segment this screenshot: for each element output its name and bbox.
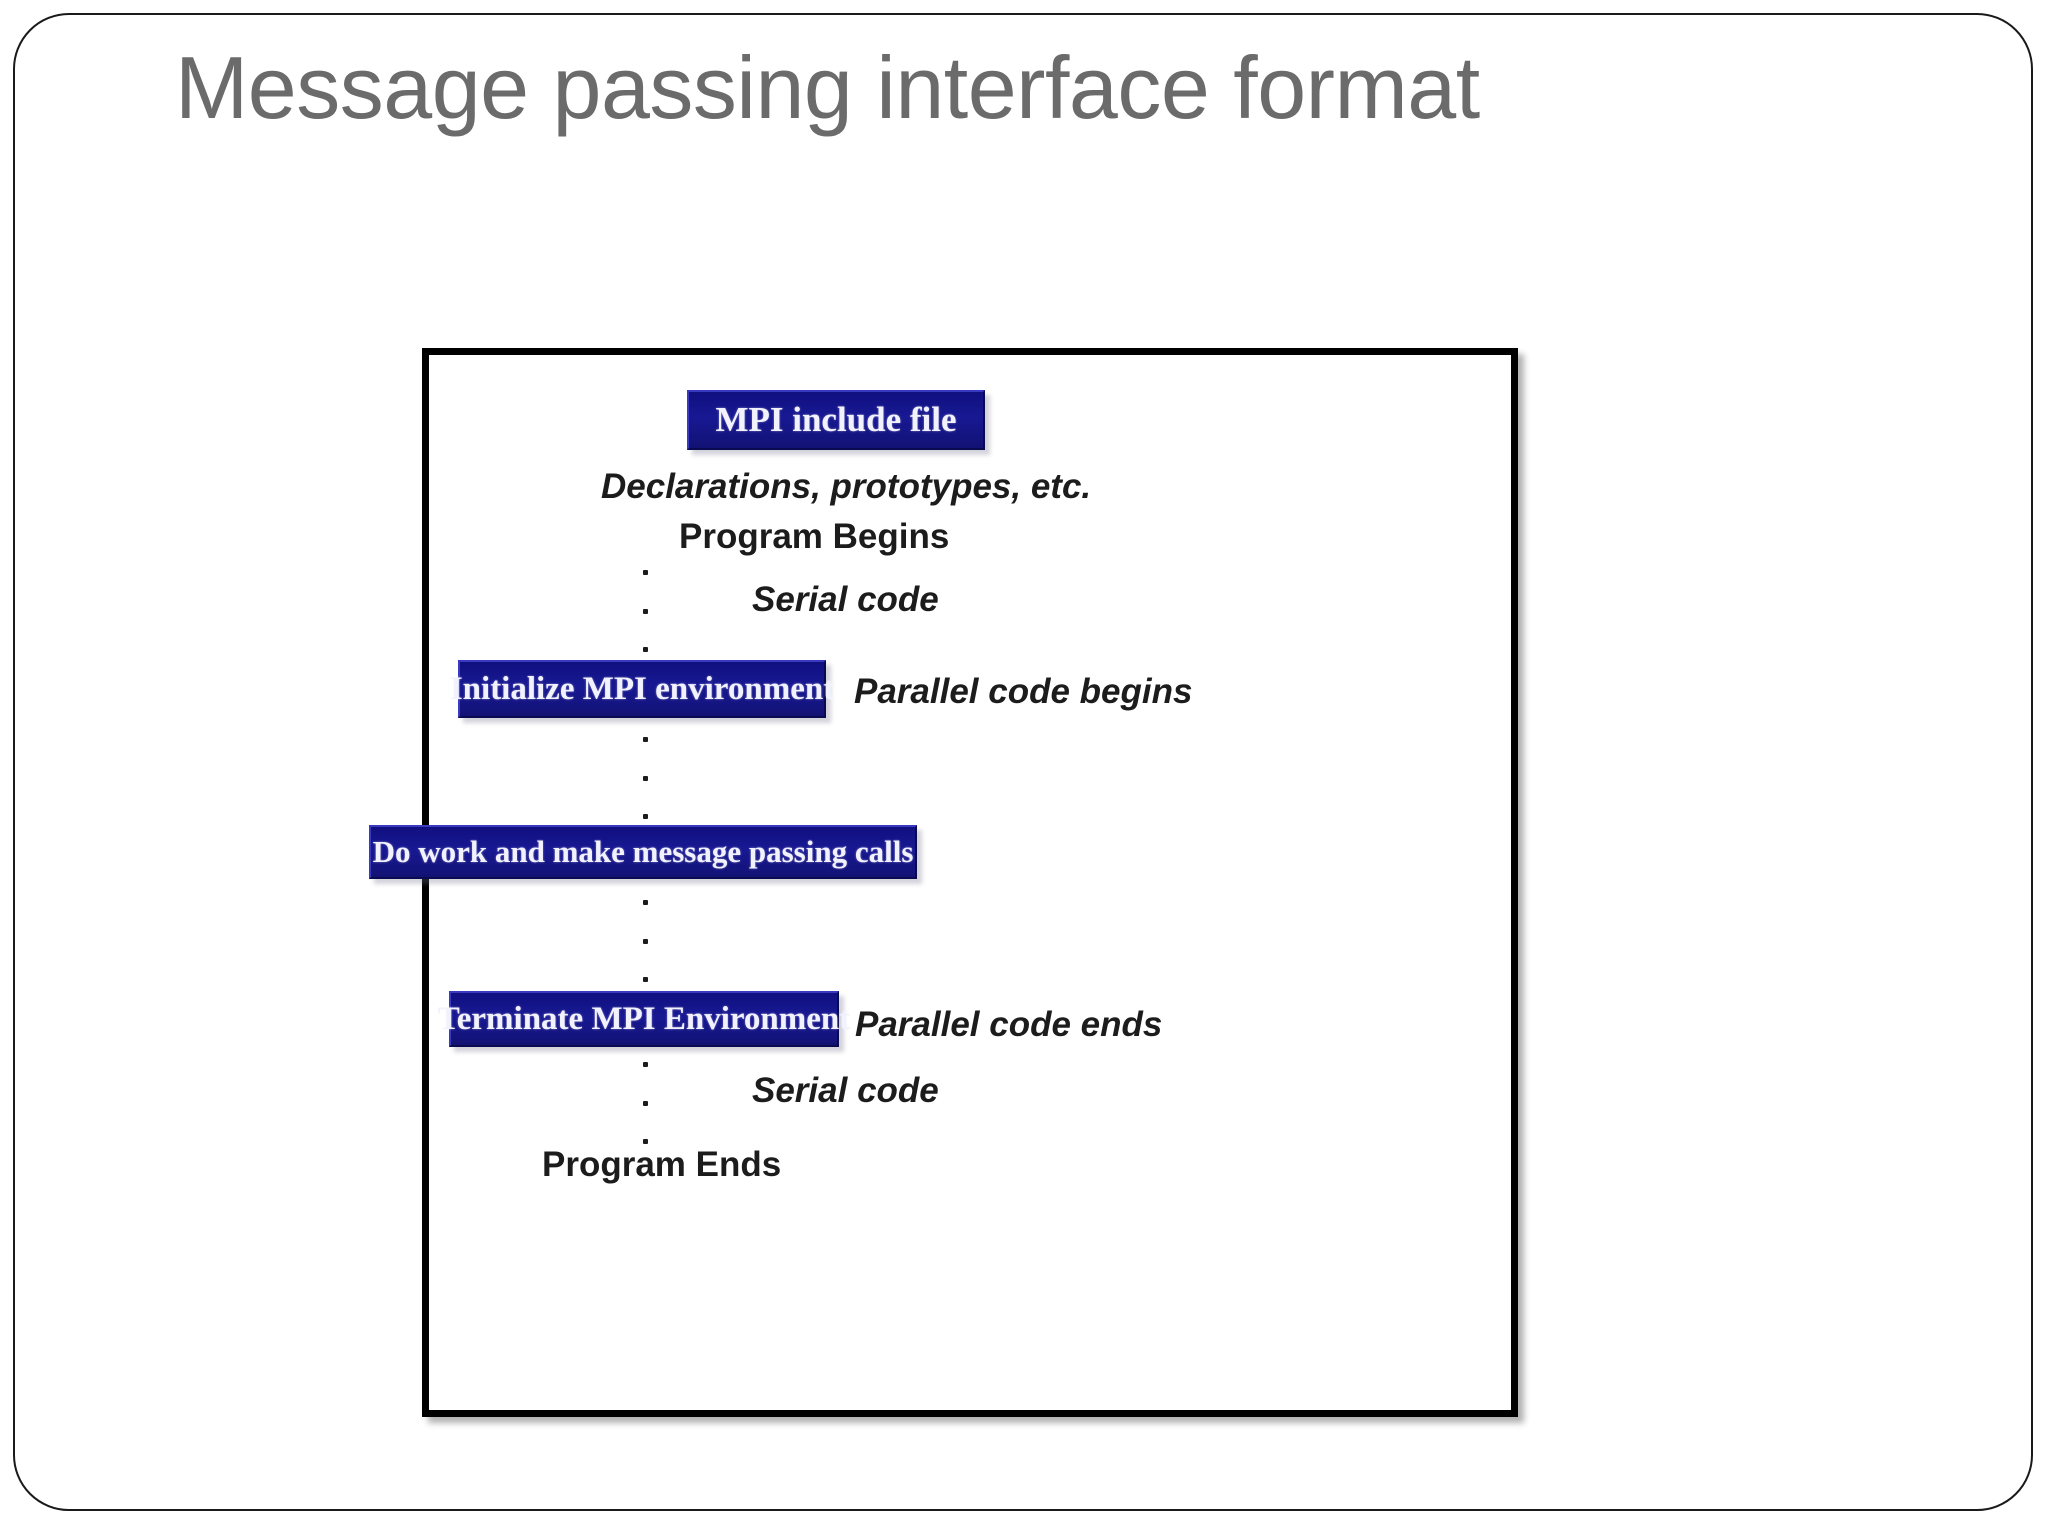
label-parallel-code-ends: Parallel code ends [855, 1005, 1163, 1044]
ellipsis-after-terminate [641, 1062, 649, 1144]
box-do-work-message-passing[interactable]: Do work and make message passing calls [369, 825, 917, 879]
diagram-content: MPI include file Declarations, prototype… [369, 355, 1511, 1410]
dot [642, 814, 648, 819]
label-serial-code-top: Serial code [752, 580, 939, 619]
dot [642, 900, 648, 905]
dot [642, 1062, 648, 1067]
dot [642, 1139, 648, 1144]
dot [642, 570, 648, 575]
dot [642, 1100, 648, 1106]
label-program-begins: Program Begins [679, 517, 950, 556]
ellipsis-after-program-begins [641, 570, 649, 652]
dot [642, 938, 648, 944]
dot [642, 775, 648, 781]
slide-canvas: Message passing interface format MPI inc… [13, 13, 2033, 1511]
ellipsis-after-do-work [641, 900, 649, 982]
box-mpi-include-file[interactable]: MPI include file [687, 390, 985, 450]
ellipsis-after-initialize [641, 737, 649, 819]
dot [642, 647, 648, 652]
label-serial-code-bottom: Serial code [752, 1071, 939, 1110]
dot [642, 737, 648, 742]
label-parallel-code-begins: Parallel code begins [854, 672, 1193, 711]
label-declarations: Declarations, prototypes, etc. [601, 467, 1092, 506]
page-title: Message passing interface format [175, 38, 1480, 137]
box-terminate-mpi-environment[interactable]: Terminate MPI Environment [438, 991, 850, 1047]
dot [642, 608, 648, 614]
box-initialize-mpi-environment[interactable]: Initialize MPI environment [450, 660, 834, 718]
mpi-flow-diagram: MPI include file Declarations, prototype… [369, 348, 1518, 1417]
dot [642, 977, 648, 982]
label-program-ends: Program Ends [542, 1145, 782, 1184]
